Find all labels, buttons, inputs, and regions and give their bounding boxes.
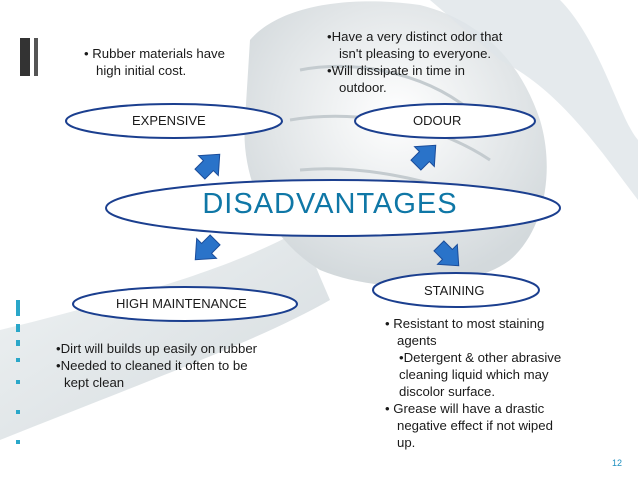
- list-item: cleaning liquid which may: [399, 367, 549, 382]
- staining-label: STAINING: [424, 283, 485, 298]
- high-maintenance-label: HIGH MAINTENANCE: [116, 296, 247, 311]
- page-title: DISADVANTAGES: [202, 188, 458, 220]
- arrow-down-right-icon: [433, 240, 460, 267]
- list-item: •Detergent & other abrasive: [399, 350, 562, 365]
- high-maintenance-ellipse: [72, 286, 298, 322]
- list-item: •Needed to cleaned it often to be: [56, 358, 248, 373]
- list-item: agents: [397, 333, 437, 348]
- list-item: outdoor.: [339, 80, 387, 95]
- expensive-ellipse: [65, 103, 283, 139]
- page-number: 12: [611, 458, 622, 468]
- list-item: • Rubber materials have: [84, 46, 225, 61]
- list-item: •Have a very distinct odor that: [327, 29, 503, 44]
- odour-ellipse: [354, 103, 536, 139]
- staining-ellipse: [372, 272, 540, 308]
- list-item: high initial cost.: [96, 63, 187, 78]
- arrow-up-right-icon: [410, 144, 437, 171]
- list-item: • Resistant to most staining: [385, 316, 545, 331]
- odour-points: •Have a very distinct odor that isn't pl…: [327, 28, 502, 96]
- staining-points: • Resistant to most staining agents •Det…: [385, 315, 561, 451]
- list-item: •Dirt will builds up easily on rubber: [56, 341, 258, 356]
- expensive-label: EXPENSIVE: [132, 113, 206, 128]
- arrow-down-left-icon: [194, 234, 221, 261]
- disadvantages-ellipse: [105, 179, 561, 237]
- arrow-up-left-icon: [194, 153, 221, 180]
- list-item: negative effect if not wiped: [397, 418, 553, 433]
- list-item: •Will dissipate in time in: [327, 63, 465, 78]
- high-maintenance-points: •Dirt will builds up easily on rubber •N…: [56, 340, 257, 391]
- list-item: isn't pleasing to everyone.: [339, 46, 492, 61]
- list-item: kept clean: [64, 375, 125, 390]
- odour-label: ODOUR: [413, 113, 462, 128]
- list-item: discolor surface.: [399, 384, 496, 399]
- expensive-points: • Rubber materials have high initial cos…: [84, 45, 225, 79]
- list-item: up.: [397, 435, 416, 450]
- list-item: • Grease will have a drastic: [385, 401, 545, 416]
